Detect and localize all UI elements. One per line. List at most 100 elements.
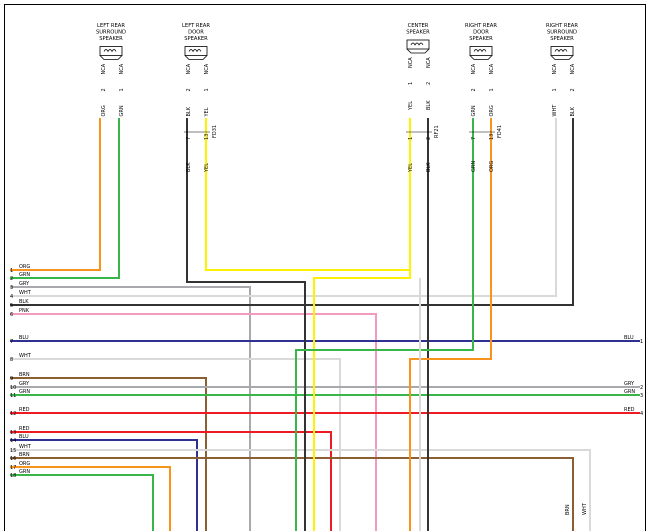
- wire-pin-16: [10, 457, 574, 531]
- speaker-cone-icon: [99, 55, 123, 60]
- left-pin-color-label: WHT: [19, 353, 32, 359]
- speaker-lrd: LEFT REARDOORSPEAKERNCA2BLK7BLKNCA1YEL13…: [182, 23, 218, 173]
- right-pin-color-label: BLU: [624, 335, 634, 341]
- speaker-body: [184, 46, 208, 56]
- wire-pin-3: [10, 286, 251, 531]
- speaker-layer: LEFT REARSURROUNDSPEAKERNCA2ORGNCA1GRNLE…: [96, 23, 578, 173]
- speaker-pin-number: 2: [426, 82, 432, 85]
- wire-rrd-grn: [295, 118, 474, 531]
- left-pin-number: 15: [10, 448, 16, 454]
- left-pin-number: 5: [10, 303, 13, 309]
- wire-color-label: GRN: [471, 105, 477, 116]
- left-pin-color-label: GRN: [19, 272, 30, 278]
- speaker-coil-icon: [473, 49, 487, 53]
- speaker-title-line: SURROUND: [547, 30, 577, 36]
- wire-color-label: WHT: [552, 104, 558, 117]
- left-pin-number: 12: [10, 411, 16, 417]
- speaker-coil-icon: [554, 49, 568, 53]
- right-pin-color-label: RED: [624, 407, 635, 413]
- speaker-cone-icon: [406, 48, 430, 54]
- wire-color-label: ORG: [489, 105, 495, 116]
- speaker-cone-icon: [184, 55, 208, 60]
- speaker-terminal-label: NCA: [489, 63, 495, 74]
- speaker-title-line: DOOR: [473, 30, 489, 36]
- speaker-pin-number: 1: [119, 88, 125, 91]
- right-pin-color-label: GRN: [624, 389, 635, 395]
- wire-color-label: ORG: [101, 105, 107, 116]
- speaker-terminal-label: NCA: [552, 63, 558, 74]
- wire-pin-5: [10, 118, 574, 306]
- connector-id-label: FD41: [497, 125, 503, 138]
- left-pin-number: 14: [10, 438, 16, 444]
- left-pin-number: 13: [10, 430, 16, 436]
- speaker-pin-number: 2: [570, 88, 576, 91]
- speaker-title-line: RIGHT REAR: [465, 23, 497, 29]
- wire-color-label: YEL: [204, 107, 210, 117]
- speaker-terminal-label: NCA: [186, 63, 192, 74]
- connector-pin-number: 13: [489, 134, 495, 140]
- speaker-terminal-label: NCA: [119, 63, 125, 74]
- wire-pin-4: [10, 118, 557, 297]
- left-pin-number: 16: [10, 456, 16, 462]
- left-pin-number: 2: [10, 276, 13, 282]
- speaker-title-line: LEFT REAR: [182, 23, 210, 29]
- right-pin-number: 4: [640, 411, 643, 417]
- wire-color-label: BLK: [426, 100, 432, 110]
- speaker-title-line: SPEAKER: [99, 36, 123, 42]
- left-pin-color-label: BLU: [19, 434, 29, 440]
- speaker-terminal-label: NCA: [204, 63, 210, 74]
- speaker-pin-number: 1: [408, 82, 414, 85]
- left-pin-color-label: GRN: [19, 389, 30, 395]
- right-pin-number: 1: [640, 339, 643, 345]
- wire-color-label: GRN: [119, 105, 125, 116]
- connector-pin-number: 2: [426, 137, 432, 140]
- speaker-terminal-label: NCA: [408, 57, 414, 68]
- wire-rrd-org: [409, 118, 492, 531]
- speaker-rrd: RIGHT REARDOORSPEAKERNCA2GRN7GRNNCA1ORG1…: [465, 23, 503, 172]
- wire-lrd-blk: [186, 118, 306, 531]
- speaker-pin-number: 1: [489, 88, 495, 91]
- speaker-title-line: SPEAKER: [550, 36, 574, 42]
- wire-color-label: YEL: [408, 101, 414, 111]
- speaker-body: [99, 46, 123, 56]
- left-pin-number: 9: [10, 376, 13, 382]
- wire-pin-15: [10, 449, 591, 531]
- left-pin-color-label: RED: [19, 426, 30, 432]
- speaker-cone-icon: [550, 55, 574, 60]
- left-pin-number: 17: [10, 465, 16, 471]
- speaker-pin-number: 2: [186, 88, 192, 91]
- left-pin-number: 4: [10, 294, 13, 300]
- wire-ctr-yel: [313, 270, 411, 531]
- speaker-terminal-label: NCA: [471, 63, 477, 74]
- wire-pin-13: [10, 431, 332, 531]
- wire-pin-17: [10, 466, 171, 531]
- left-pin-number: 3: [10, 285, 13, 291]
- wire-lrd-yel: [205, 118, 411, 271]
- speaker-coil-icon: [103, 49, 117, 53]
- speaker-terminal-label: NCA: [101, 63, 107, 74]
- wire-pin-1: [10, 118, 101, 271]
- left-pin-number: 18: [10, 473, 16, 479]
- wire-color-label-lower: YEL: [204, 163, 210, 173]
- left-pin-color-label: WHT: [19, 444, 32, 450]
- connector-id-label: FD31: [212, 125, 218, 138]
- left-pin-color-label: ORG: [19, 264, 30, 270]
- wire-color-label: BLK: [186, 106, 192, 116]
- connector-pin-number: 7: [186, 137, 192, 140]
- wire-color-label-lower: BLK: [186, 162, 192, 172]
- speaker-title-line: SPEAKER: [469, 36, 493, 42]
- left-pin-number: 1: [10, 268, 13, 274]
- speaker-pin-number: 1: [552, 88, 558, 91]
- connector-pin-number: 13: [204, 134, 210, 140]
- speaker-title-line: SURROUND: [96, 30, 126, 36]
- wire-pin-9: [10, 377, 207, 531]
- left-pin-number: 8: [10, 357, 13, 363]
- wire-color-label-lower: BLK: [426, 162, 432, 172]
- wire-color-label: BLK: [570, 106, 576, 116]
- wire-color-label-lower: GRN: [471, 161, 477, 172]
- wire-pin-14: [10, 439, 198, 531]
- wire-color-label-lower: YEL: [408, 163, 414, 173]
